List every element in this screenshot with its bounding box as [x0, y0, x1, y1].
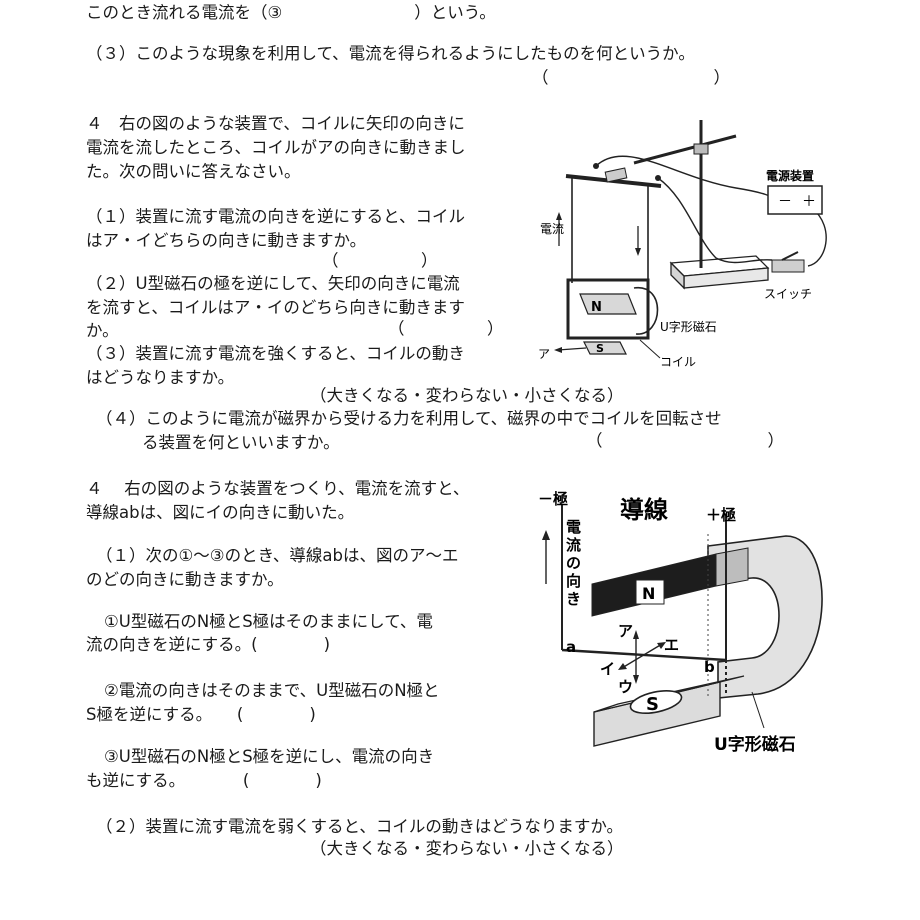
- direction-a-label: ア: [538, 347, 550, 361]
- section-4b-intro: 導線abは、図にイの向きに動いた。: [86, 503, 355, 522]
- q3-blank-line: このとき流れる電流を（③ ）という。: [86, 3, 496, 22]
- question-4-4: （４）このように電流が磁界から受ける力を利用して、磁界の中でコイルを回転させ: [96, 409, 722, 428]
- sub-question-1: ①U型磁石のN極とS極はそのままにして、電: [104, 612, 433, 631]
- n-pole-label: N: [591, 300, 602, 315]
- question-4b-1: （１）次の①～③のとき、導線abは、図のア～エ: [96, 546, 459, 565]
- question-4-3: はどうなりますか。: [86, 368, 235, 387]
- minus-pole-label: －極: [538, 490, 568, 508]
- dir-a-label: ア: [618, 622, 633, 640]
- answer-blank[interactable]: （ ）: [388, 319, 504, 338]
- wire-end-a: a: [566, 638, 576, 656]
- dir-u-label: ウ: [618, 678, 633, 696]
- wire-title: 導線: [620, 496, 668, 524]
- s-pole-label: S: [646, 694, 659, 715]
- question-4b-2: （２）装置に流す電流を弱くすると、コイルの動きはどうなりますか。: [96, 817, 624, 836]
- dir-e-label: エ: [664, 636, 679, 654]
- section-4-intro: ４ 右の図のような装置で、コイルに矢印の向きに: [86, 114, 465, 133]
- current-dir-char-1: 電: [566, 518, 581, 536]
- u-magnet-label: U字形磁石: [660, 319, 717, 334]
- current-label: 電流: [540, 222, 564, 236]
- choice-options[interactable]: （大きくなる・変わらない・小さくなる）: [310, 839, 624, 858]
- question-4-2: （２）U型磁石の極を逆にして、矢印の向きに電流: [86, 274, 460, 293]
- s-pole-label: S: [596, 342, 604, 355]
- sub-question-2: ②電流の向きはそのままで、U型磁石のN極と: [104, 681, 440, 700]
- section-4-intro: 電流を流したところ、コイルがアの向きに動きまし: [86, 138, 466, 157]
- question-4-2: を流すと、コイルはア・イのどちら向きに動きます: [86, 298, 465, 317]
- sub-question-1[interactable]: 流の向きを逆にする。( ): [86, 635, 331, 654]
- answer-blank[interactable]: （ ）: [586, 431, 784, 450]
- question-4b-1: のどの向きに動きますか。: [86, 570, 284, 589]
- current-dir-char-2: 流: [566, 536, 581, 554]
- section-4-intro: た。次の問いに答えなさい。: [86, 162, 301, 181]
- wire-magnet-figure: N S 導線 －極 ＋極 電 流 の 向 き a b ア エ イ ウ U字形磁石: [538, 490, 823, 755]
- current-dir-char-5: き: [566, 590, 581, 608]
- sub-question-3: ③U型磁石のN極とS極を逆にし、電流の向き: [104, 747, 435, 766]
- answer-blank[interactable]: （ ）: [532, 68, 730, 87]
- coil-apparatus-figure: N S － ＋ 電源装置 スイッチ 電流 U字形磁石 コイル ア: [538, 120, 827, 369]
- sub-question-2[interactable]: S極を逆にする。 ( ): [86, 705, 316, 724]
- current-dir-char-3: の: [566, 554, 581, 572]
- minus-terminal: －: [778, 194, 792, 210]
- answer-blank[interactable]: （ ）: [322, 251, 438, 270]
- current-dir-char-4: 向: [566, 572, 581, 590]
- sub-question-3[interactable]: も逆にする。 ( ): [86, 771, 322, 790]
- question-3-3: （３）このような現象を利用して、電流を得られるようにしたものを何というか。: [86, 44, 695, 63]
- choice-options[interactable]: （大きくなる・変わらない・小さくなる）: [310, 386, 624, 405]
- u-magnet-label: U字形磁石: [714, 734, 796, 755]
- question-4-4: る装置を何といいますか。: [142, 433, 340, 452]
- question-4-1: はア・イどちらの向きに動きますか。: [86, 231, 367, 250]
- plus-pole-label: ＋極: [706, 506, 736, 524]
- n-pole-label: N: [642, 584, 655, 603]
- coil-label: コイル: [660, 355, 696, 369]
- wire-end-b: b: [704, 658, 715, 676]
- switch-label: スイッチ: [764, 287, 812, 301]
- question-4-2: か。: [86, 321, 119, 340]
- plus-terminal: ＋: [802, 194, 816, 210]
- question-4-1: （１）装置に流す電流の向きを逆にすると、コイル: [86, 207, 466, 226]
- section-4b-intro: ４ 右の図のような装置をつくり、電流を流すと、: [86, 479, 470, 498]
- power-supply-label: 電源装置: [766, 168, 814, 183]
- dir-i-label: イ: [600, 660, 615, 678]
- question-4-3: （３）装置に流す電流を強くすると、コイルの動き: [86, 344, 465, 363]
